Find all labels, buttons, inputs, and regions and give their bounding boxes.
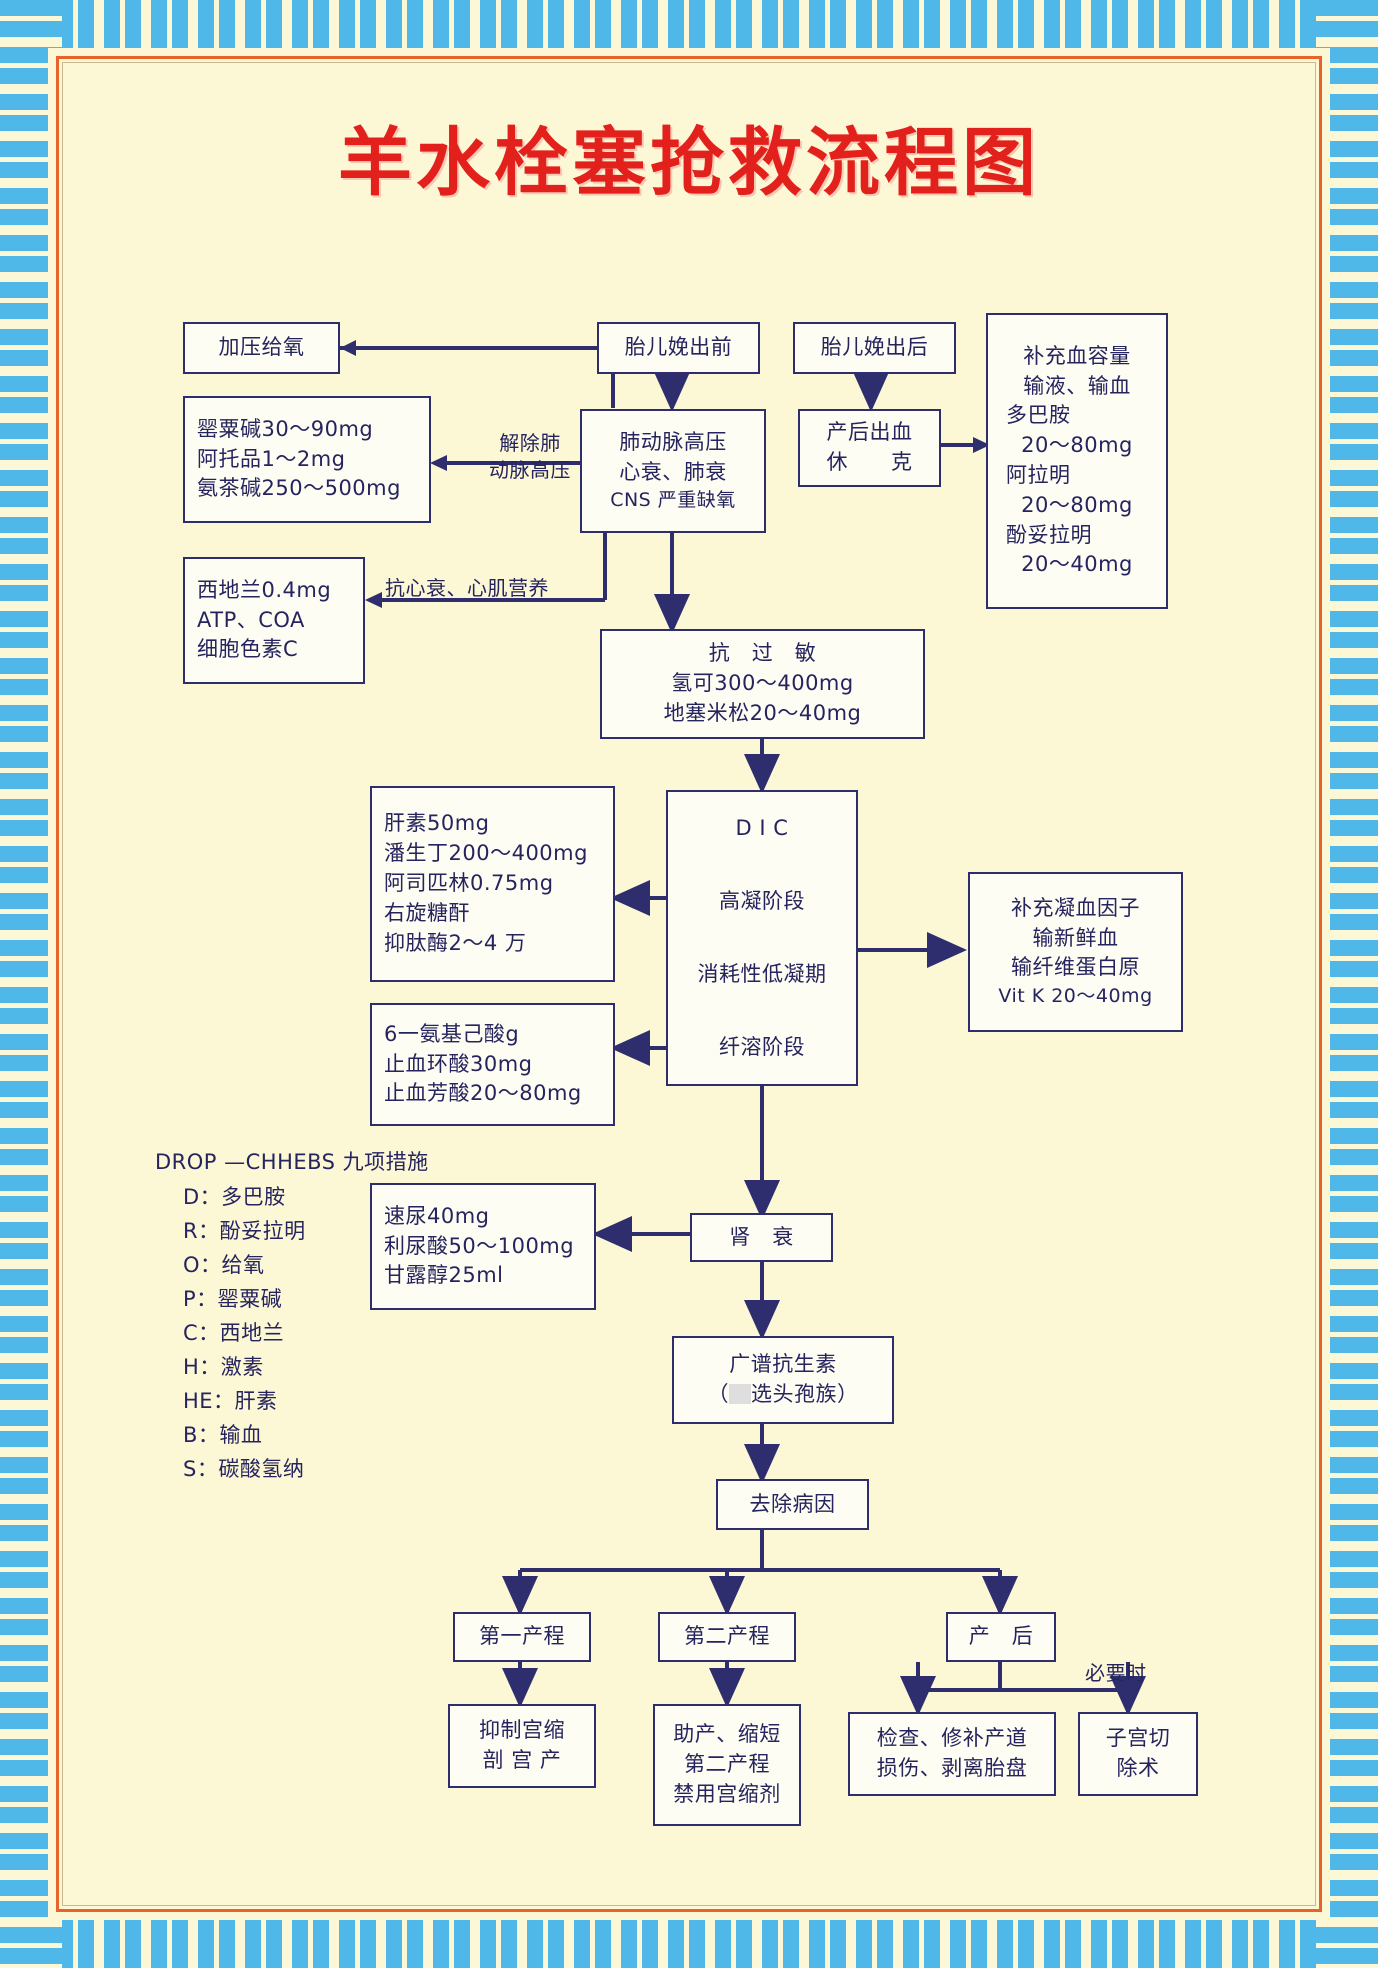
- label-anti-heart-failure: 抗心衰、心肌营养: [385, 576, 549, 600]
- box-stage-one[interactable]: 第一产程: [453, 1612, 591, 1662]
- box-fetus-before-delivery[interactable]: 胎儿娩出前: [597, 322, 760, 374]
- box-clotting-factors[interactable]: 补充凝血因子 输新鲜血 输纤维蛋白原 Vit K 20～40mg: [968, 872, 1183, 1032]
- legend-item-c: C：西地兰: [183, 1321, 285, 1345]
- box-antifibrinolytic[interactable]: 6一氨基己酸g 止血环酸30mg 止血芳酸20～80mg: [370, 1003, 615, 1126]
- box-broad-spectrum-antibiotics[interactable]: 广谱抗生素 （选头孢族）: [672, 1336, 894, 1424]
- legend-item-d: D：多巴胺: [183, 1185, 286, 1209]
- page-title: 羊水栓塞抢救流程图: [338, 120, 1040, 206]
- legend-item-r: R：酚妥拉明: [183, 1219, 306, 1243]
- box-postpartum-hemorrhage-shock[interactable]: 产后出血 休 克: [798, 409, 941, 487]
- box-papaverine[interactable]: 罂粟碱30～90mg 阿托品1～2mg 氨茶碱250～500mg: [183, 396, 431, 523]
- label-if-necessary: 必要时: [1085, 1661, 1147, 1685]
- box-diuretics[interactable]: 速尿40mg 利尿酸50～100mg 甘露醇25ml: [370, 1183, 596, 1310]
- box-inspect-repair-birth-canal[interactable]: 检查、修补产道 损伤、剥离胎盘: [848, 1712, 1056, 1796]
- legend-item-s: S：碳酸氢纳: [183, 1457, 305, 1481]
- box-pressurized-oxygen[interactable]: 加压给氧: [183, 322, 340, 374]
- redaction-block-icon: [729, 1384, 751, 1404]
- box-stage-one-action[interactable]: 抑制宫缩 剖 宫 产: [448, 1704, 596, 1788]
- legend-item-o: O：给氧: [183, 1253, 265, 1277]
- box-cedilanid[interactable]: 西地兰0.4mg ATP、COA 细胞色素C: [183, 557, 365, 684]
- antibiotics-redacted-line: （ 选头孢族）: [674, 1380, 892, 1410]
- antibiotics-suffix: 选头孢族）: [751, 1382, 859, 1406]
- legend-item-b: B：输血: [183, 1423, 263, 1447]
- box-renal-failure[interactable]: 肾 衰: [690, 1213, 833, 1262]
- antibiotics-prefix: （: [707, 1382, 729, 1406]
- box-dic[interactable]: D I C 高凝阶段 消耗性低凝期 纤溶阶段: [666, 790, 858, 1086]
- box-anti-allergy[interactable]: 抗 过 敏 氢可300～400mg 地塞米松20～40mg: [600, 629, 925, 739]
- legend-item-h: H：激素: [183, 1355, 264, 1379]
- legend-heading: DROP —CHHEBS 九项措施: [155, 1150, 429, 1174]
- box-postpartum[interactable]: 产 后: [946, 1612, 1056, 1662]
- legend-item-he: HE：肝素: [183, 1389, 278, 1413]
- box-hysterectomy[interactable]: 子宫切 除术: [1078, 1712, 1198, 1796]
- legend-item-p: P：罂粟碱: [183, 1287, 283, 1311]
- legend-drop-chhebs: DROP —CHHEBS 九项措施 D：多巴胺 R：酚妥拉明 O：给氧 P：罂粟…: [155, 1152, 429, 1493]
- box-blood-volume-support[interactable]: 补充血容量 输液、输血 多巴胺 20～80mg 阿拉明 20～80mg 酚妥拉明…: [986, 313, 1168, 609]
- box-stage-two[interactable]: 第二产程: [658, 1612, 796, 1662]
- box-remove-cause[interactable]: 去除病因: [716, 1479, 869, 1530]
- box-heparin-group[interactable]: 肝素50mg 潘生丁200～400mg 阿司匹林0.75mg 右旋糖酐 抑肽酶2…: [370, 786, 615, 982]
- box-fetus-after-delivery[interactable]: 胎儿娩出后: [793, 322, 956, 374]
- box-stage-two-action[interactable]: 助产、缩短 第二产程 禁用宫缩剂: [653, 1704, 801, 1826]
- box-pulmonary-hypertension[interactable]: 肺动脉高压 心衰、肺衰 CNS 严重缺氧: [580, 409, 766, 533]
- label-relieve-pulmonary-hypertension: 解除肺 动脉高压: [489, 431, 571, 482]
